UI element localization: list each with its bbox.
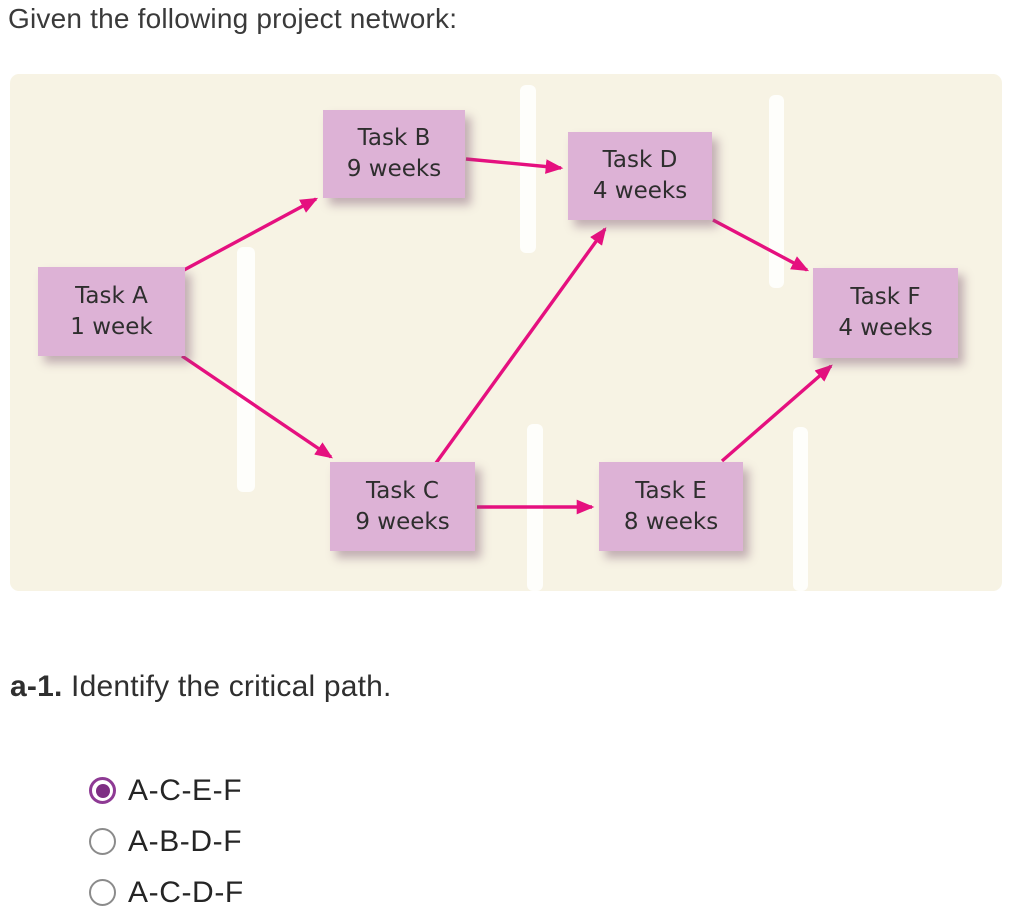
task-name: Task D xyxy=(602,147,678,173)
question-number: a-1. xyxy=(10,670,63,703)
option-label[interactable]: A-B-D-F xyxy=(128,824,243,858)
task-node-e: Task E 8 weeks xyxy=(599,462,743,551)
question-body: Identify the critical path. xyxy=(62,670,392,703)
arrow-b-d xyxy=(465,157,564,174)
task-node-b: Task B 9 weeks xyxy=(323,110,465,198)
arrow-e-f xyxy=(720,364,833,463)
option-label[interactable]: A-C-D-F xyxy=(128,875,244,909)
radio-option-1[interactable]: A-B-D-F xyxy=(89,816,244,867)
question-text: a-1. Identify the critical path. xyxy=(10,670,392,704)
arrow-c-d xyxy=(434,227,607,464)
task-duration: 4 weeks xyxy=(592,178,688,204)
arrow-d-f xyxy=(712,218,810,272)
radio-option-0[interactable]: A-C-E-F xyxy=(89,765,244,816)
radio-option-2[interactable]: A-C-D-F xyxy=(89,867,244,918)
page-title: Given the following project network: xyxy=(8,3,458,34)
task-node-c: Task C 9 weeks xyxy=(330,462,475,551)
highlight-stripe xyxy=(769,95,784,288)
task-node-f: Task F 4 weeks xyxy=(813,268,958,358)
radio-button-icon[interactable] xyxy=(89,879,116,906)
task-duration: 1 week xyxy=(70,313,153,340)
task-name: Task A xyxy=(75,282,148,309)
task-name: Task E xyxy=(635,477,707,504)
task-duration: 9 weeks xyxy=(355,508,450,535)
task-duration: 9 weeks xyxy=(346,156,442,182)
task-name: Task B xyxy=(357,125,431,151)
task-node-d: Task D 4 weeks xyxy=(568,132,712,220)
task-name: Task F xyxy=(850,284,921,310)
highlight-stripe xyxy=(520,85,536,253)
radio-button-icon[interactable] xyxy=(89,777,116,804)
task-duration: 8 weeks xyxy=(623,508,719,535)
highlight-stripe xyxy=(793,427,808,591)
highlight-stripe xyxy=(237,247,255,492)
task-node-a: Task A 1 week xyxy=(38,267,185,356)
network-arrows xyxy=(181,157,833,515)
task-duration: 4 weeks xyxy=(838,315,933,341)
radio-button-icon[interactable] xyxy=(89,828,116,855)
task-name: Task C xyxy=(365,477,439,504)
answer-options: A-C-E-F A-B-D-F A-C-D-F xyxy=(89,765,244,918)
option-label[interactable]: A-C-E-F xyxy=(128,773,243,807)
project-network-diagram: Task A 1 week Task B 9 weeks Task C 9 we… xyxy=(10,74,1002,591)
arrow-a-c xyxy=(181,354,333,459)
arrow-a-b xyxy=(183,197,319,272)
